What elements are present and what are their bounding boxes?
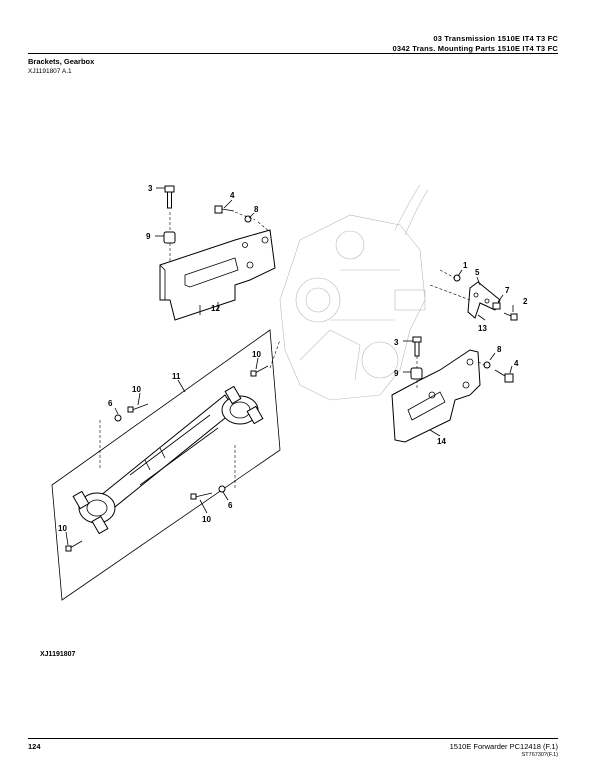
callout-5: 5	[475, 268, 480, 277]
bolt-2	[503, 312, 518, 321]
callout-14: 14	[437, 437, 446, 446]
callout-3-lower: 3	[394, 338, 399, 347]
bolt-10-a	[250, 365, 269, 377]
callout-12: 12	[211, 304, 220, 313]
bolt-4-lower	[494, 369, 514, 383]
header-rule	[28, 53, 558, 54]
bolt-4-upper	[214, 205, 252, 223]
bolt-10-d	[65, 540, 83, 552]
callout-1: 1	[463, 261, 468, 270]
nut-8-lower	[483, 361, 491, 369]
callout-13: 13	[478, 324, 487, 333]
footer-rule	[28, 738, 558, 739]
transmission-housing-outline	[279, 184, 429, 401]
gearbox-bracket-13	[467, 281, 501, 319]
gearbox-bracket-12	[159, 229, 276, 321]
page-number: 124	[28, 742, 41, 751]
callout-3-upper: 3	[148, 184, 153, 193]
callout-6-b: 6	[228, 501, 233, 510]
bolt-10-c	[190, 492, 213, 500]
gearbox-bracket-14	[391, 349, 481, 443]
callout-labels: 3 9 4 8 12 1 5 7 2 13 3 9 8 4 14 10 11 1…	[58, 184, 528, 533]
bolt-10-b	[127, 403, 149, 413]
spacer-9-upper	[163, 231, 176, 244]
nut-6-b	[218, 485, 226, 493]
bolt-1	[453, 274, 461, 282]
callout-6-a: 6	[108, 399, 113, 408]
callout-4-lower: 4	[514, 359, 519, 368]
header-title-line1: 03 Transmission 1510E IT4 T3 FC	[433, 34, 558, 43]
bolt-3-lower	[412, 336, 422, 357]
callout-11: 11	[172, 372, 181, 381]
callout-2: 2	[523, 297, 528, 306]
section-reference: XJ1191807 A.1	[28, 68, 72, 75]
callout-4-upper: 4	[230, 191, 235, 200]
footer-document: 1510E Forwarder PC12418 (F.1)	[449, 742, 558, 751]
callout-10-c: 10	[202, 515, 211, 524]
bolt-3-upper	[164, 185, 175, 209]
spacer-9-lower	[410, 367, 423, 380]
drive-shaft-assembly-11	[51, 329, 281, 601]
callout-9-upper: 9	[146, 232, 151, 241]
figure-id: XJ1191807	[40, 651, 76, 658]
callout-10-b: 10	[132, 385, 141, 394]
nut-6-a	[114, 414, 122, 422]
nut-7	[492, 302, 501, 310]
callout-10-d: 10	[58, 524, 67, 533]
leader-lines	[65, 187, 514, 546]
callout-8-upper: 8	[254, 205, 259, 214]
section-title: Brackets, Gearbox	[28, 57, 95, 66]
header-title-line2: 0342 Trans. Mounting Parts 1510E IT4 T3 …	[392, 44, 558, 53]
callout-10-a: 10	[252, 350, 261, 359]
callout-7: 7	[505, 286, 510, 295]
footer-code: ST76730?(F.1)	[521, 752, 558, 758]
callout-9-lower: 9	[394, 369, 399, 378]
callout-8-lower: 8	[497, 345, 502, 354]
